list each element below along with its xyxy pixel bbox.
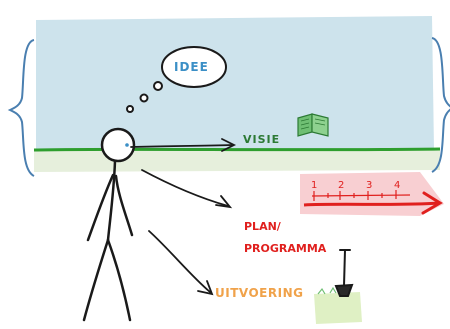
plan-ruler-ticks	[313, 190, 397, 201]
shovel-icon	[334, 249, 354, 297]
plan-label-line2: PROGRAMMA	[244, 242, 327, 255]
scale-tick-4: 4	[394, 180, 400, 191]
stick-figure	[82, 127, 136, 322]
figure-eye	[125, 143, 129, 147]
plan-arrow-line	[303, 201, 439, 207]
arrow-plan	[141, 169, 233, 209]
sky-area	[36, 16, 434, 152]
visie-label: VISIE	[243, 133, 281, 146]
left-brace	[7, 39, 35, 177]
book-icon	[297, 113, 329, 137]
ground-area	[34, 148, 440, 172]
figure-left-leg	[82, 238, 110, 322]
plan-band	[300, 172, 444, 216]
arrow-visie	[130, 138, 237, 152]
uitvoering-label: UITVOERING	[215, 286, 304, 300]
scale-tick-2: 2	[338, 180, 344, 191]
arrow-uitvoering	[148, 230, 214, 296]
idee-label: IDEE	[174, 60, 209, 74]
plan-label-line1: PLAN/	[244, 220, 281, 233]
plan-label: PLAN/ PROGRAMMA	[244, 216, 326, 260]
plan-scale: 1 2 3 4	[300, 172, 444, 216]
plan-arrowhead	[421, 191, 443, 215]
figure-left-arm	[86, 173, 115, 242]
thought-bubble-icon	[126, 46, 227, 113]
figure-head	[100, 127, 136, 163]
scale-tick-1: 1	[311, 180, 317, 191]
right-brace	[431, 37, 450, 173]
horizon-line	[33, 147, 441, 152]
figure-right-arm	[114, 174, 134, 237]
figure-right-leg	[106, 238, 132, 322]
figure-body	[106, 159, 117, 242]
scale-tick-3: 3	[366, 180, 372, 191]
